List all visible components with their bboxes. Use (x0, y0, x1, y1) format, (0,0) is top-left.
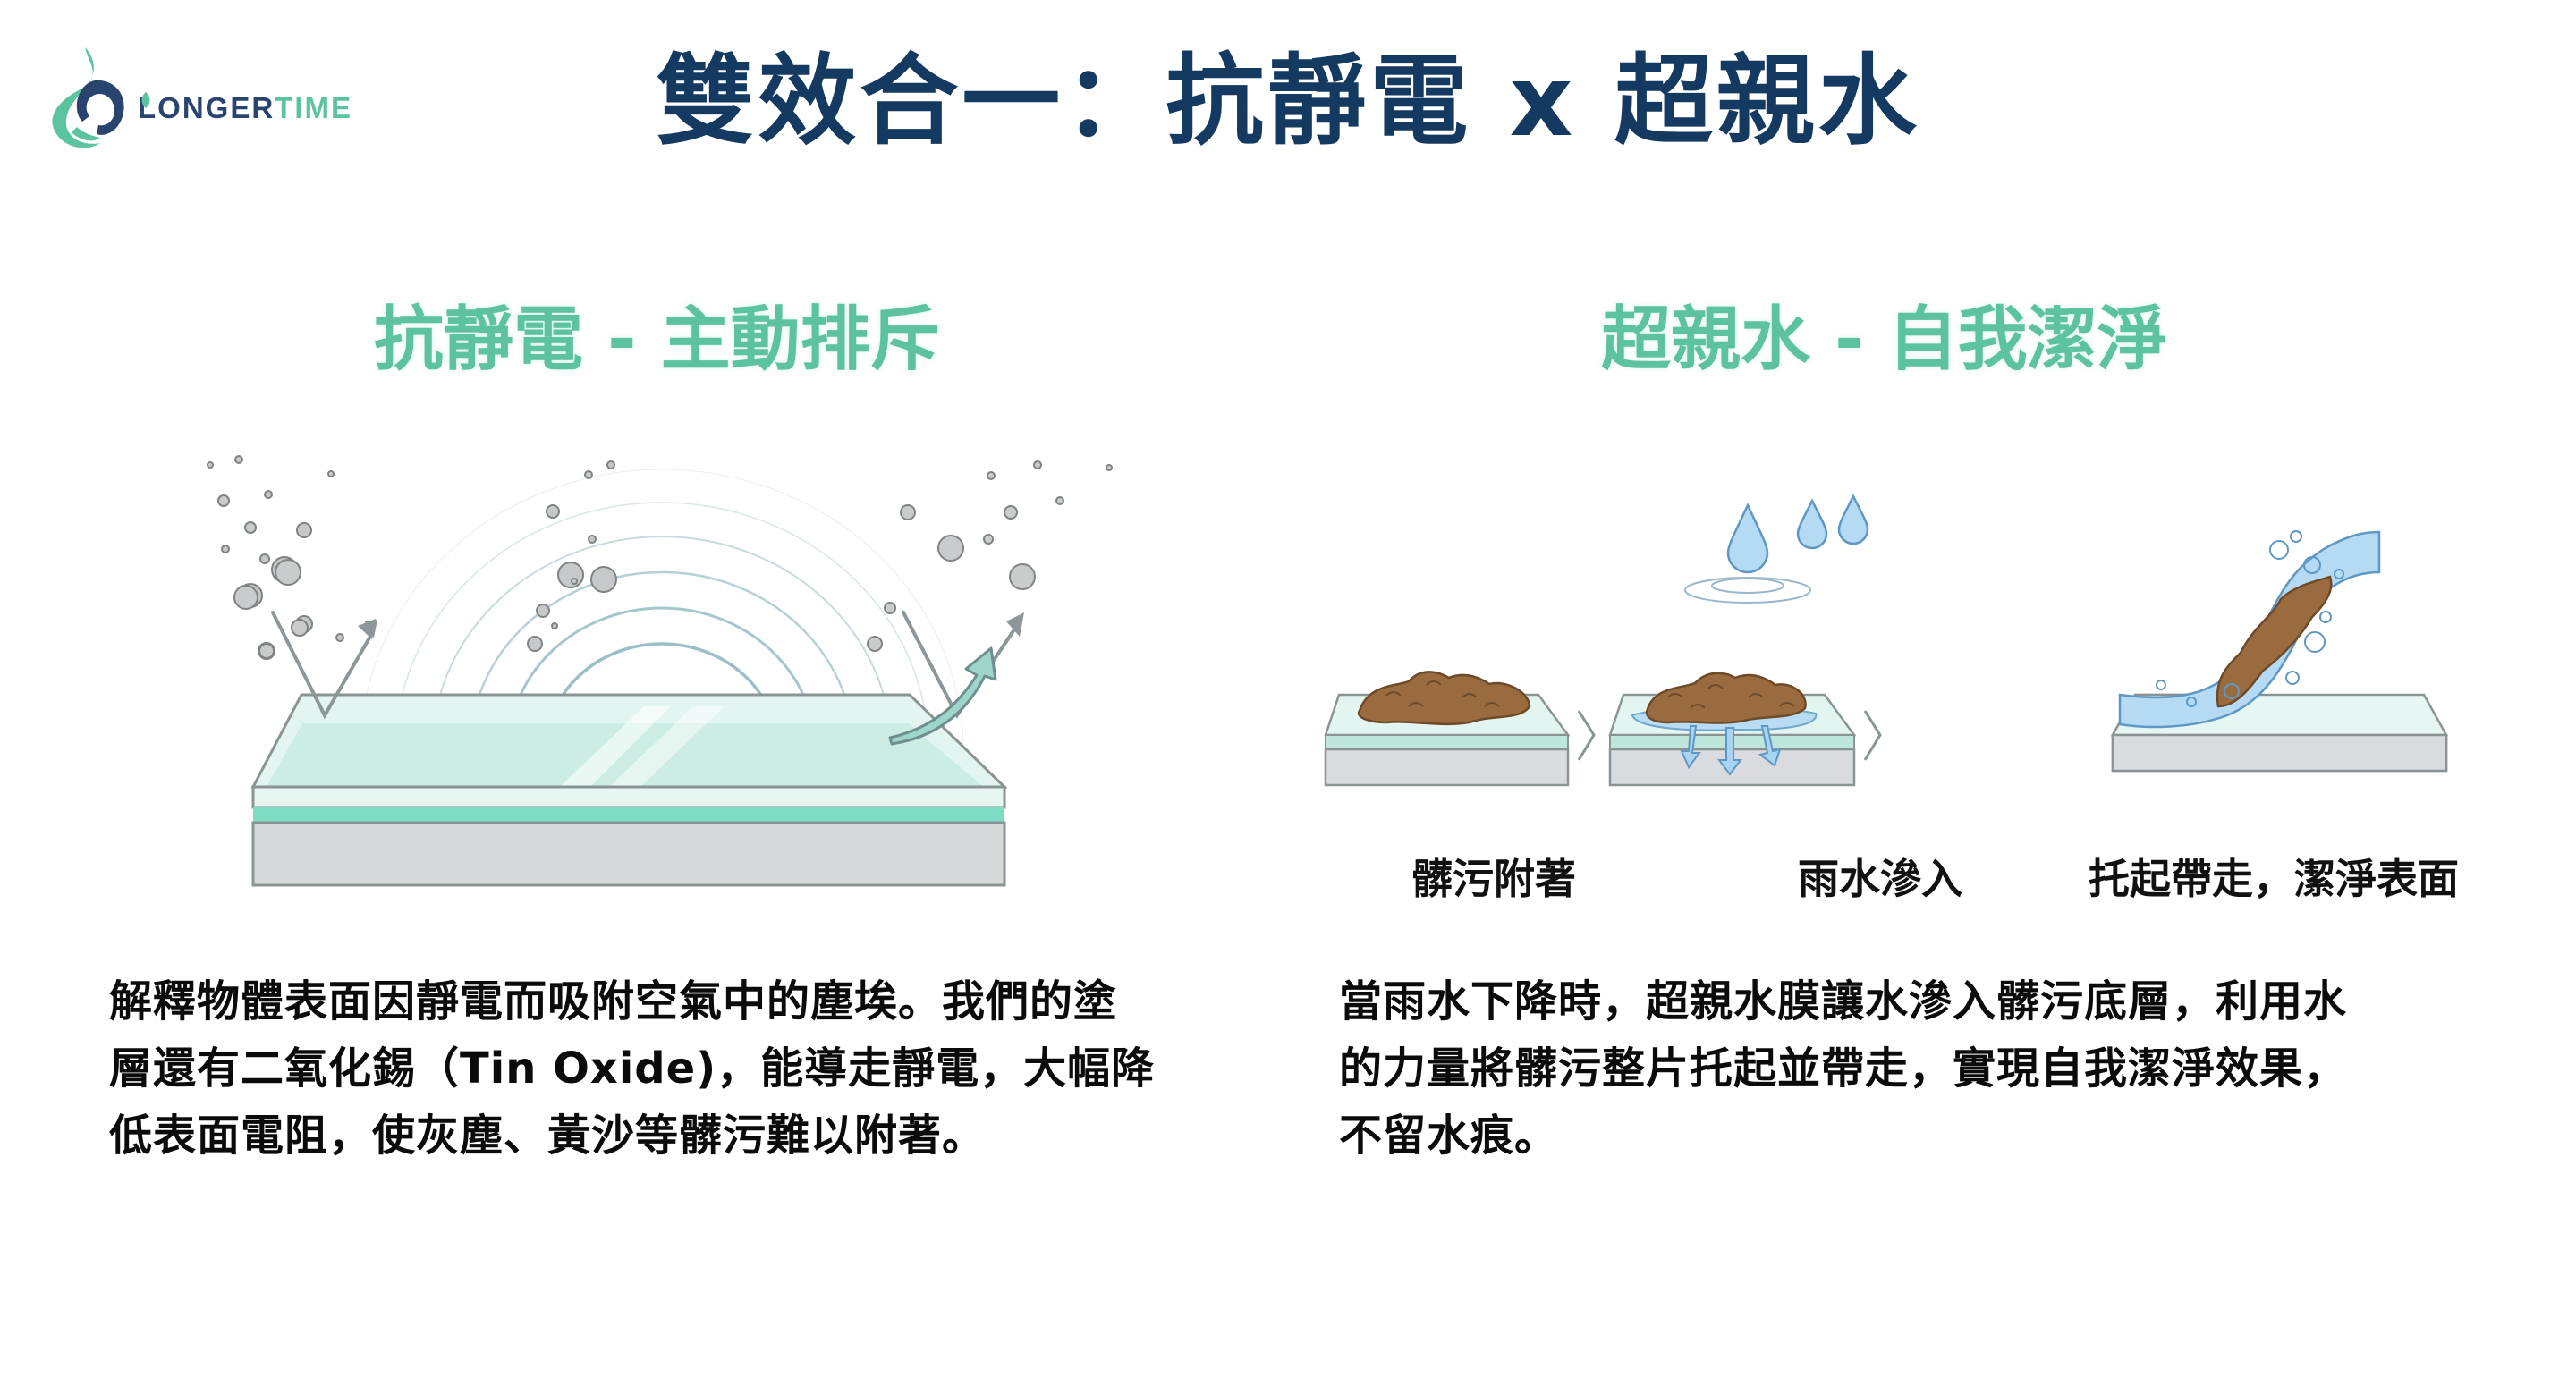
description-line: 當雨水下降時，超親水膜讓水滲入髒污底層，利用水 (1339, 976, 2348, 1026)
brand-name-part2: TIME (275, 91, 352, 124)
page-title: 雙效合一：抗靜電 x 超親水 (656, 44, 1920, 158)
antistatic-description: 解釋物體表面因靜電而吸附空氣中的塵埃。我們的塗 層還有二氧化錫（Tin Oxid… (109, 968, 1155, 1170)
rain-seeping-icon (1608, 494, 1869, 787)
water-lifting-dirt-icon (2110, 530, 2449, 773)
antistatic-heading: 抗靜電 - 主動排斥 (374, 300, 940, 380)
antistatic-scene (197, 429, 1127, 930)
dirt-on-glass-icon (1324, 671, 1571, 787)
field-arc-icon (360, 469, 964, 753)
repel-arrow-icon (888, 646, 997, 746)
description-line: 的力量將髒污整片托起並帶走，實現自我潔淨效果， (1339, 1043, 2348, 1094)
hydrophilic-illustration (1315, 483, 2478, 823)
leaf-icon (141, 92, 150, 108)
logo-drop-icon (52, 47, 124, 148)
brand-name-part1: LONGER (138, 91, 275, 124)
chevron-right-icon (1863, 710, 1882, 761)
description-line: 低表面電阻，使灰塵、黃沙等髒污難以附著。 (109, 1111, 987, 1161)
step-label-rain-seeps: 雨水滲入 (1798, 855, 1962, 903)
coated-glass-slab-icon (250, 693, 1008, 887)
step-label-dirt-attached: 髒污附著 (1411, 855, 1576, 903)
hydrophilic-description: 當雨水下降時，超親水膜讓水滲入髒污底層，利用水 的力量將髒污整片托起並帶走，實現… (1339, 968, 2347, 1170)
description-line: 不留水痕。 (1339, 1111, 1559, 1161)
description-line: 層還有二氧化錫（Tin Oxide)，能導走靜電，大幅降 (109, 1043, 1156, 1094)
hydrophilic-heading: 超親水 - 自我潔淨 (1601, 300, 2167, 380)
chevron-right-icon (1577, 710, 1596, 761)
description-line: 解釋物體表面因靜電而吸附空氣中的塵埃。我們的塗 (109, 976, 1118, 1026)
step-label-lift-clean: 托起帶走，潔淨表面 (2089, 855, 2459, 903)
